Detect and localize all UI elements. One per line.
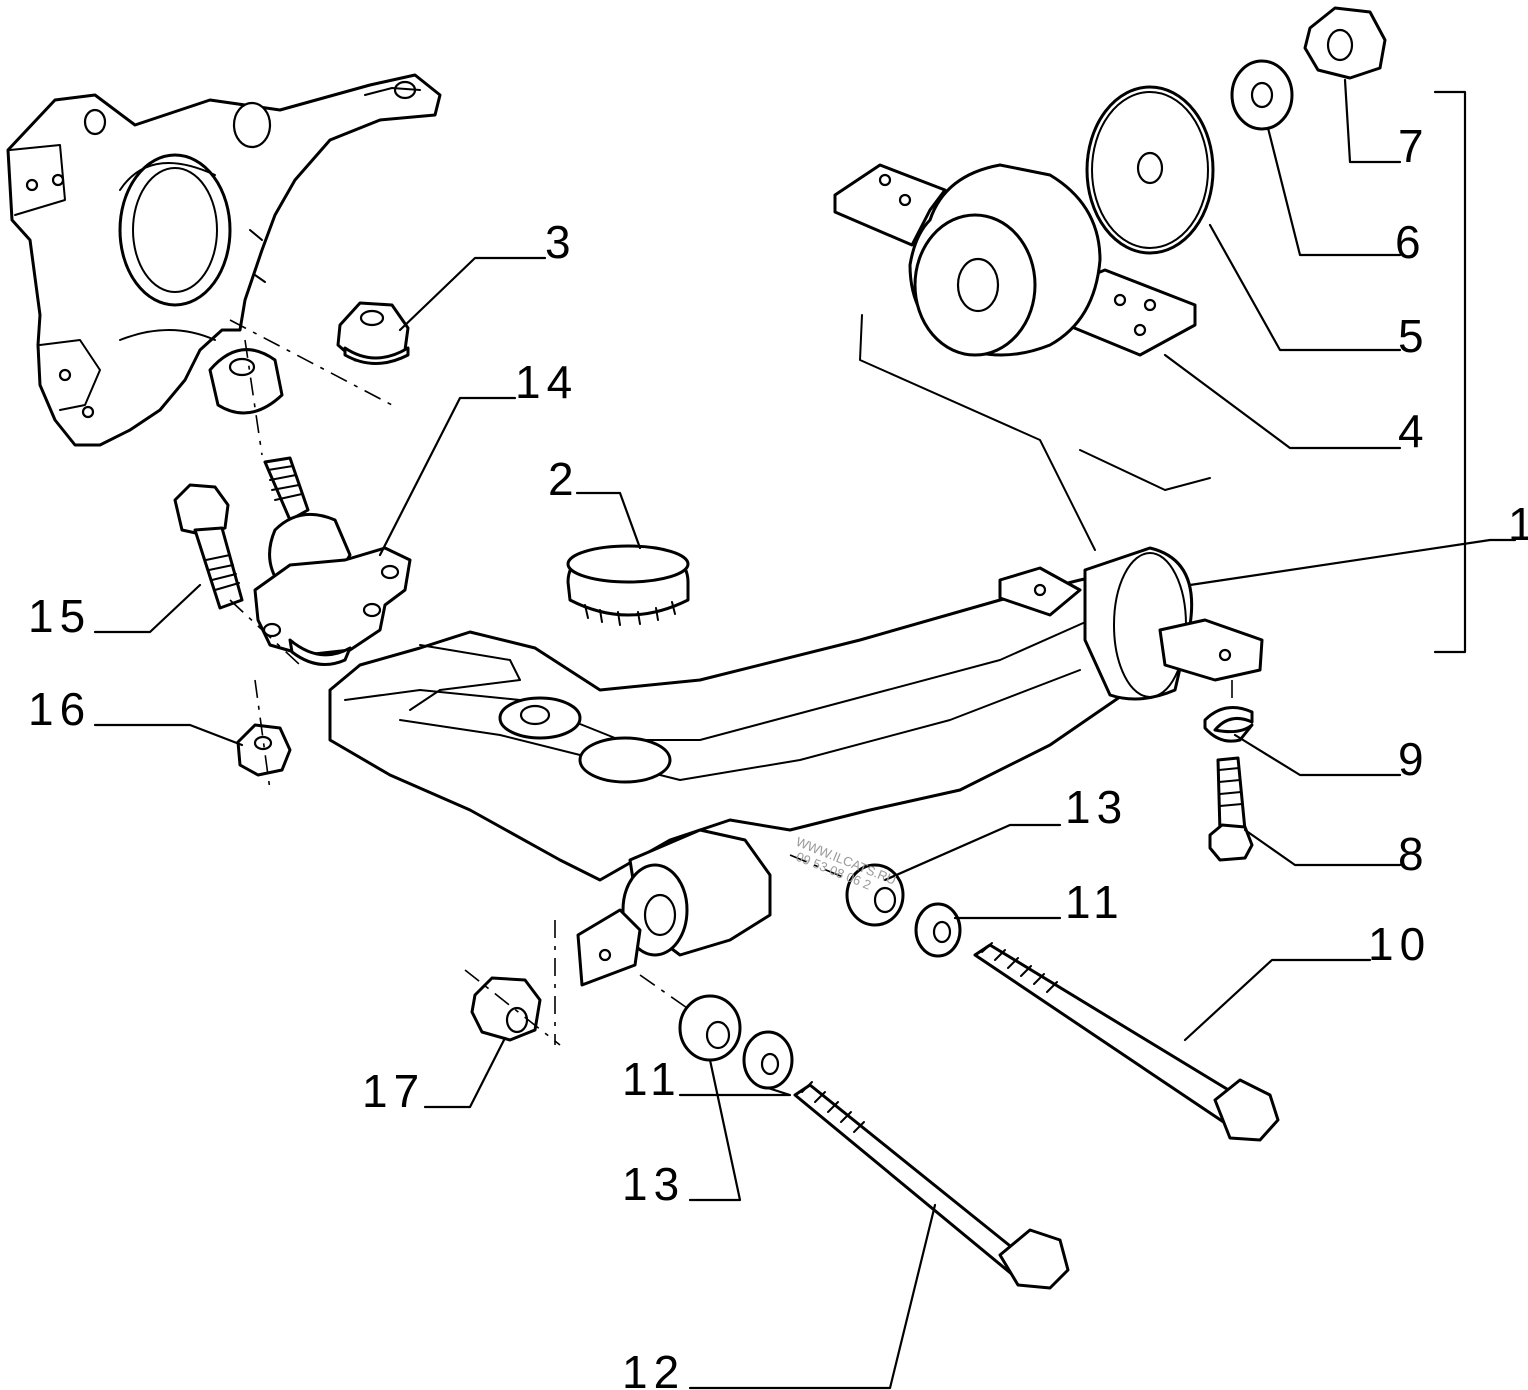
nut-17: [470, 976, 542, 1042]
self-locking-nut-3: [336, 301, 410, 365]
control-arm-1: [328, 546, 1264, 987]
nut-7: [1303, 6, 1387, 80]
bolt-15: [173, 483, 244, 610]
bolt-10: [973, 942, 1280, 1142]
washer-11-front: [742, 1030, 794, 1090]
label-4: 4: [1398, 405, 1430, 457]
washer-5: [1085, 85, 1215, 255]
bracket-4: [833, 163, 1197, 357]
label-5: 5: [1398, 310, 1430, 362]
label-7: 7: [1398, 120, 1430, 172]
label-8: 8: [1398, 828, 1430, 880]
ball-joint-14: [253, 456, 412, 666]
washer-6: [1230, 59, 1294, 131]
label-9: 9: [1398, 733, 1430, 785]
bolt-8: [1208, 756, 1254, 862]
label-12: 12: [622, 1346, 685, 1390]
center-lines: [229, 314, 1233, 1046]
label-6: 6: [1395, 216, 1427, 268]
label-15: 15: [28, 590, 91, 642]
label-2: 2: [548, 453, 580, 505]
label-11-rear: 11: [1065, 876, 1125, 928]
label-1: 1: [1508, 498, 1528, 550]
group-bracket: [1433, 90, 1467, 654]
nut-16: [236, 723, 292, 777]
washer-9: [1203, 706, 1254, 743]
spacer-13-front: [678, 994, 742, 1062]
cap-2: [566, 544, 690, 626]
label-13-rear: 13: [1065, 781, 1128, 833]
label-14: 14: [515, 356, 578, 408]
leader-lines: [93, 78, 1517, 1390]
label-11-front: 11: [622, 1053, 682, 1105]
label-10: 10: [1368, 918, 1431, 970]
bolt-12: [793, 1081, 1070, 1290]
label-16: 16: [28, 683, 91, 735]
spacer-13-rear: [845, 863, 905, 927]
steering-knuckle: [6, 73, 442, 447]
label-13-front: 13: [622, 1158, 685, 1210]
label-17: 17: [362, 1065, 425, 1117]
washer-11-rear: [914, 902, 962, 958]
label-3: 3: [545, 216, 577, 268]
